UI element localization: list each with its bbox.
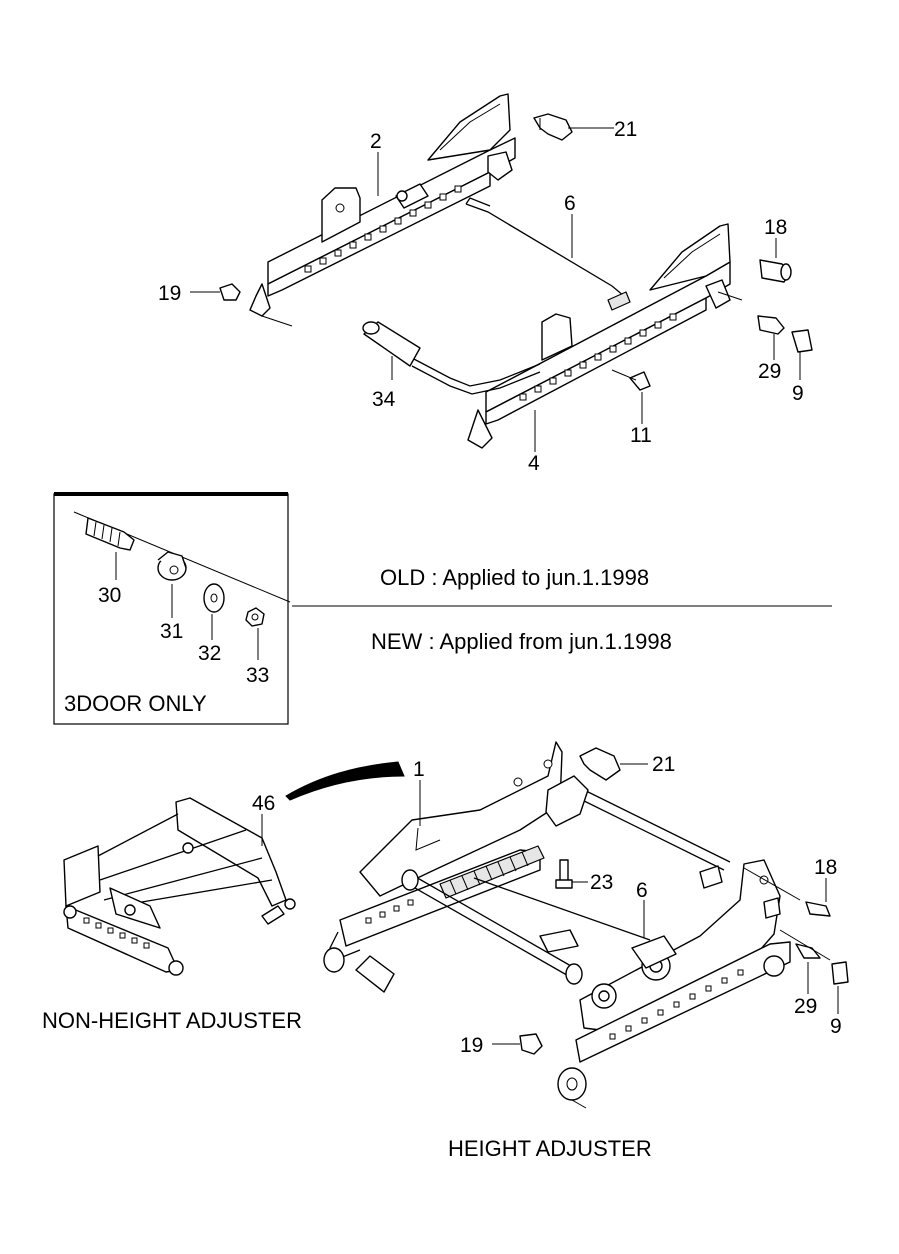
stud-bolt-30 xyxy=(85,517,135,551)
callout-inset-33: 33 xyxy=(246,664,269,687)
non-height-adjuster-assembly xyxy=(63,797,296,976)
clip-9-bottom xyxy=(831,961,849,985)
callout-bot-29: 29 xyxy=(794,995,817,1018)
callout-bot-46: 46 xyxy=(252,792,275,815)
callout-inset-31: 31 xyxy=(160,620,183,643)
upper-left-rail xyxy=(249,93,516,327)
callout-top-4: 4 xyxy=(528,452,540,475)
bolt-18-bottom xyxy=(805,901,831,917)
height-adjuster-assembly xyxy=(323,741,791,1109)
spacer-31 xyxy=(157,551,187,581)
callout-top-29: 29 xyxy=(758,360,781,383)
callout-inset-32: 32 xyxy=(198,642,221,665)
rail-slot-holes-h-right xyxy=(609,969,744,1040)
callout-top-34: 34 xyxy=(372,388,396,411)
callout-top-21: 21 xyxy=(614,118,637,141)
hook-bracket-21-top xyxy=(533,113,573,141)
rail-slot-holes-nh xyxy=(83,917,150,949)
callout-top-11: 11 xyxy=(630,424,652,447)
callout-bot-19: 19 xyxy=(460,1034,483,1057)
washer-32 xyxy=(203,583,225,613)
callout-bot-6: 6 xyxy=(636,879,648,902)
bolt-19-top xyxy=(219,283,241,301)
callout-top-6: 6 xyxy=(564,192,576,215)
top-leader-lines xyxy=(190,127,801,452)
callout-bot-9: 9 xyxy=(830,1015,842,1038)
release-wire-6-top xyxy=(465,197,631,311)
rail-slot-holes-right xyxy=(519,313,677,401)
bolt-11-top xyxy=(611,369,651,391)
bolt-29-top xyxy=(757,315,785,335)
lever-handle-34 xyxy=(362,321,541,395)
bolt-18-top xyxy=(759,259,792,283)
rail-slot-holes-h-left xyxy=(365,899,414,924)
caption-height-adjuster: HEIGHT ADJUSTER xyxy=(448,1136,652,1161)
callout-bot-1: 1 xyxy=(413,758,425,781)
legend-old: OLD : Applied to jun.1.1998 xyxy=(380,565,649,590)
inset-caption: 3DOOR ONLY xyxy=(64,691,207,716)
inset-3door-only xyxy=(53,492,291,725)
callout-top-2: 2 xyxy=(370,130,382,153)
callout-bot-23: 23 xyxy=(590,871,613,894)
upper-right-rail xyxy=(467,223,743,449)
callout-bot-18: 18 xyxy=(814,856,837,879)
rail-slot-holes xyxy=(304,185,462,273)
bolt-23 xyxy=(555,859,573,889)
bottom-leader-lines xyxy=(419,763,839,1045)
legend-new: NEW : Applied from jun.1.1998 xyxy=(371,629,672,654)
clip-9-top xyxy=(791,329,813,353)
nut-33 xyxy=(245,607,265,627)
pointer-46 xyxy=(285,761,405,801)
callout-bot-21: 21 xyxy=(652,753,675,776)
callout-inset-30: 30 xyxy=(98,584,121,607)
callout-top-9: 9 xyxy=(792,382,804,405)
hook-bracket-21-bottom xyxy=(579,747,621,781)
callout-top-18: 18 xyxy=(764,216,787,239)
bolt-29-bottom xyxy=(795,943,821,959)
bolt-19-bottom xyxy=(519,1033,543,1055)
caption-non-height-adjuster: NON-HEIGHT ADJUSTER xyxy=(42,1008,302,1033)
callout-top-19: 19 xyxy=(158,282,181,305)
